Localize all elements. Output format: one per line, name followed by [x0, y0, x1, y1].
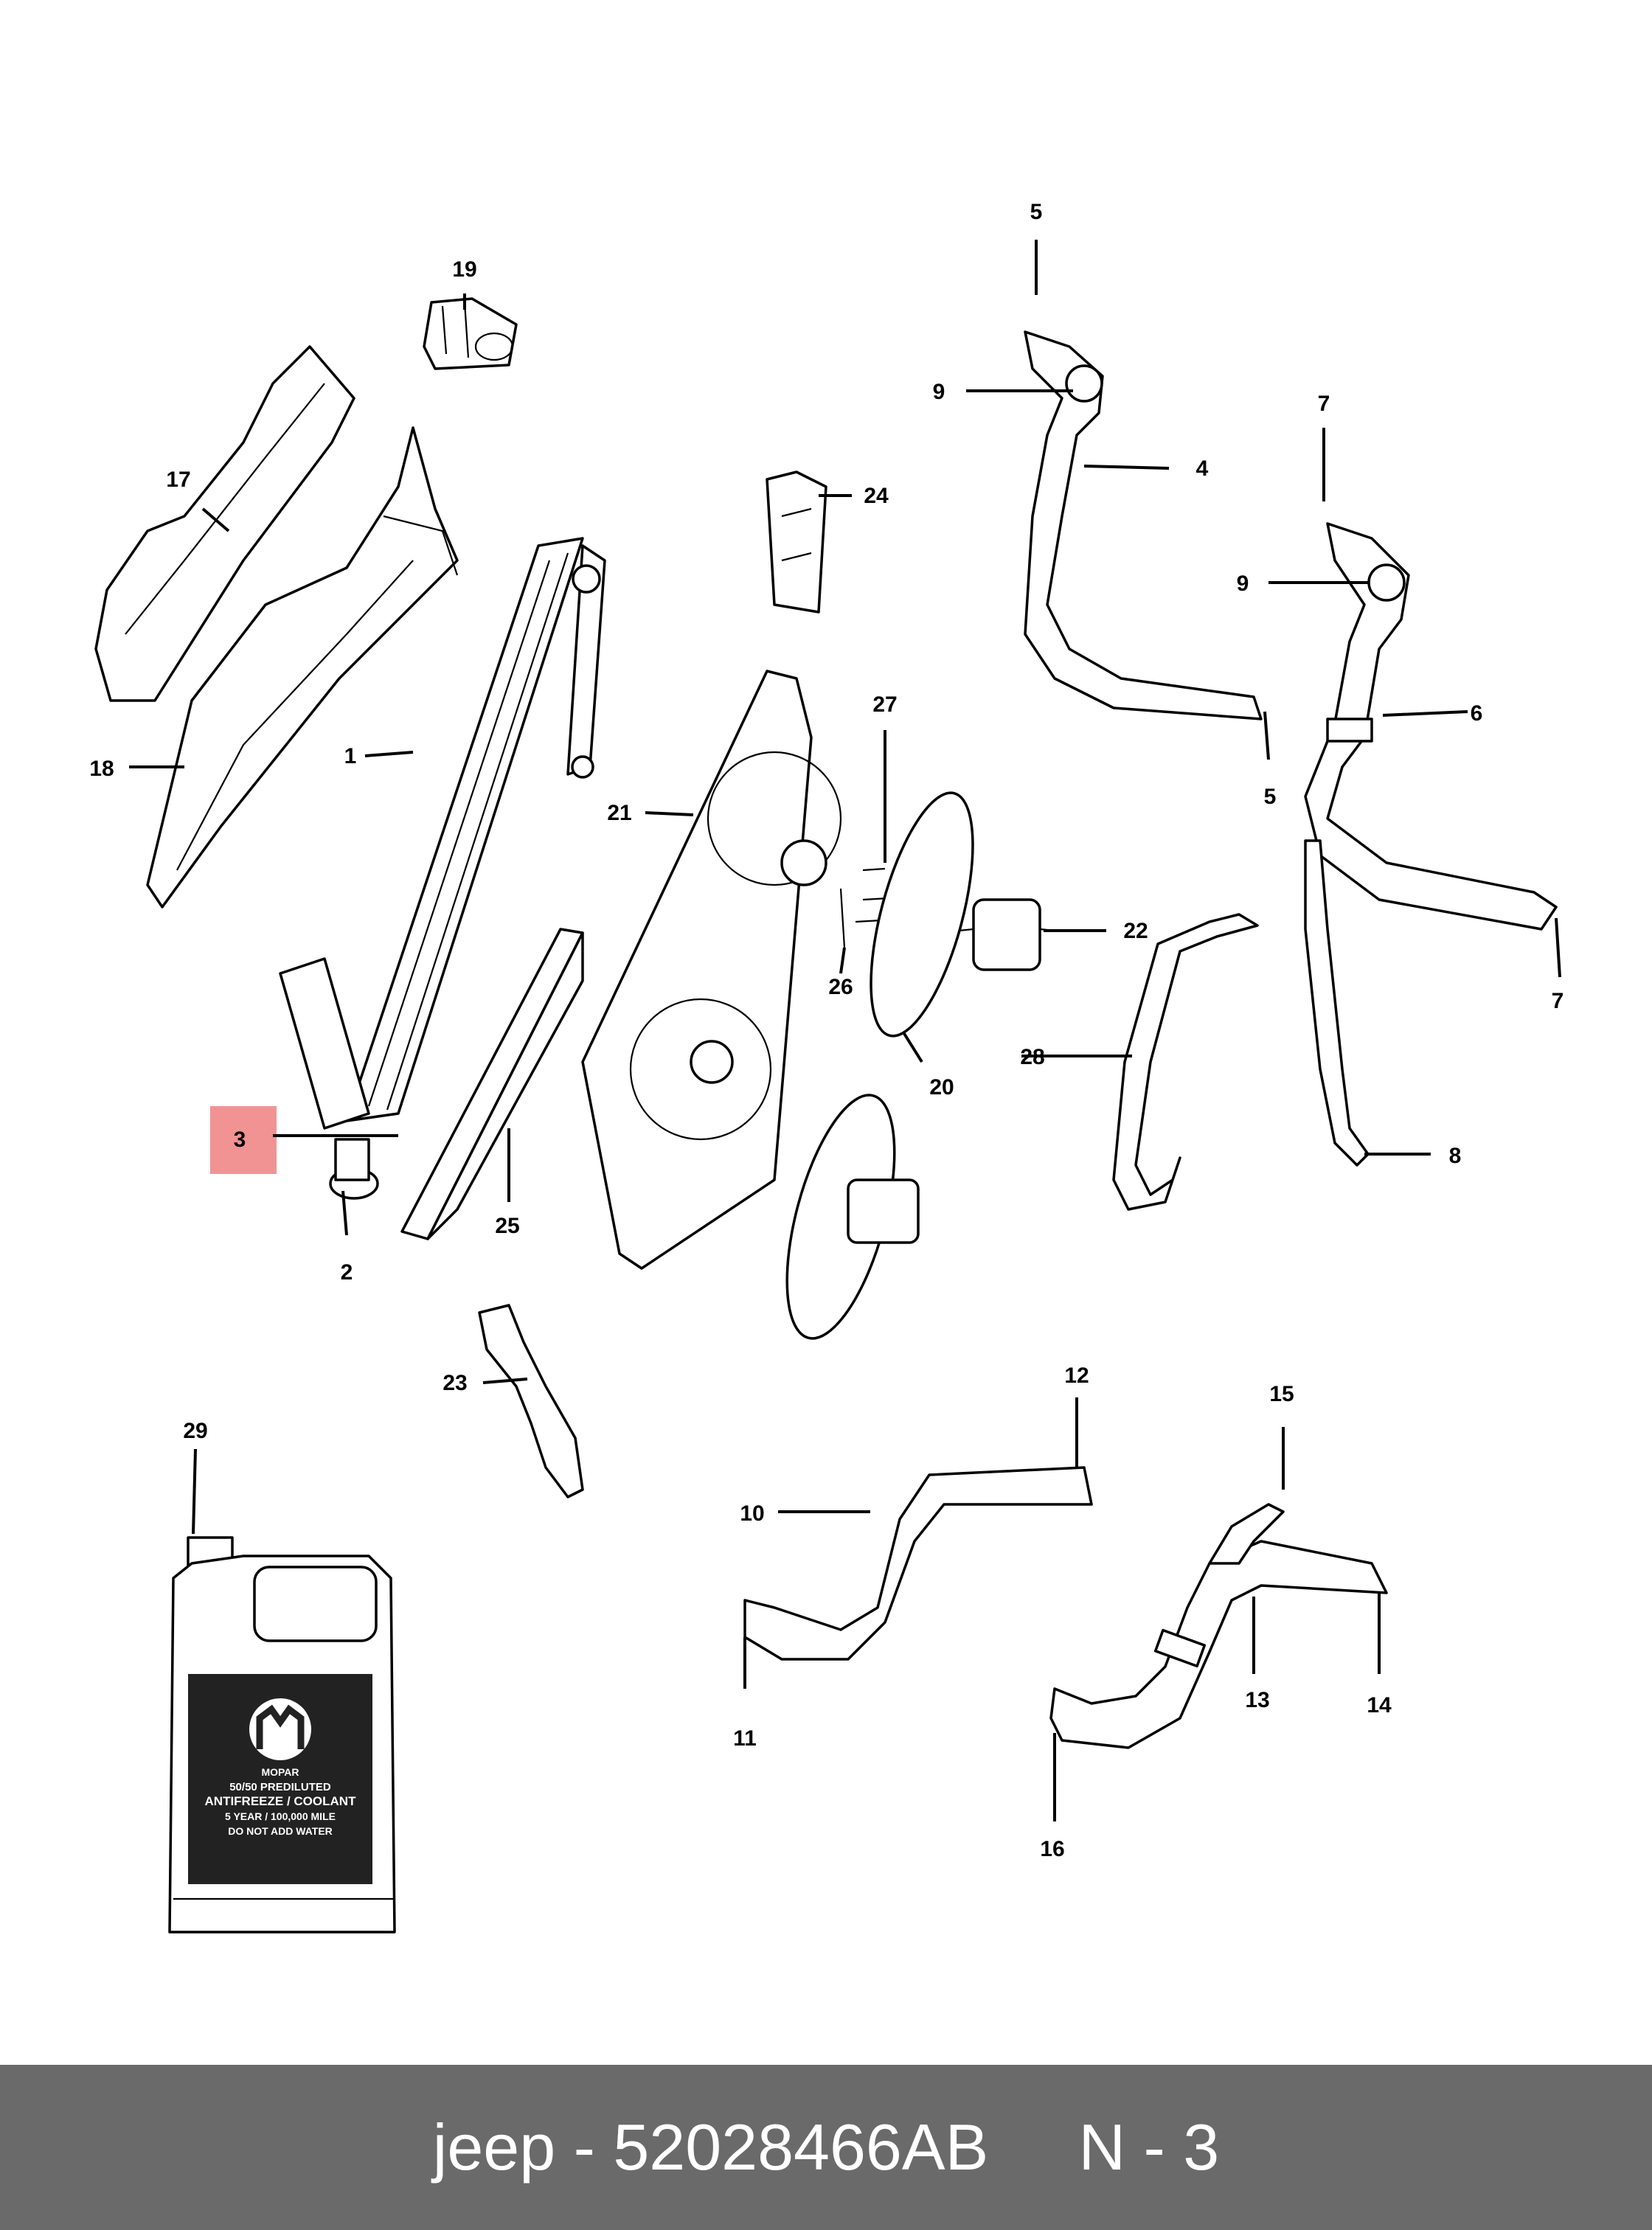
bracket-19-drawing — [423, 297, 518, 370]
footer-ref: N - 3 — [1078, 2111, 1220, 2184]
leader-lines — [129, 240, 1561, 1821]
callout-22: 22 — [1123, 919, 1148, 943]
callout-18: 18 — [89, 757, 114, 781]
callout-16: 16 — [1040, 1837, 1064, 1861]
callout-3: 3 — [234, 1128, 246, 1152]
callout-10: 10 — [740, 1501, 764, 1526]
callout-27: 27 — [872, 692, 897, 717]
coolant-jug-29-drawing: MOPAR 50/50 PREDILUTED ANTIFREEZE / COOL… — [168, 1536, 396, 1934]
callout-11: 11 — [733, 1726, 757, 1751]
callout-29: 29 — [183, 1419, 207, 1443]
hose-4-drawing — [1024, 330, 1263, 720]
fan-motor-22-drawing — [958, 898, 1055, 971]
callout-1: 1 — [344, 744, 357, 768]
callout-7-bottom: 7 — [1552, 989, 1564, 1013]
callout-3-highlight — [210, 1106, 277, 1174]
callout-23: 23 — [442, 1371, 467, 1395]
line-8-drawing — [1304, 839, 1370, 1167]
callout-14: 14 — [1367, 1693, 1392, 1717]
callout-4: 4 — [1196, 456, 1209, 481]
callout-8: 8 — [1449, 1144, 1462, 1168]
radiator-1-drawing — [279, 537, 606, 1130]
callout-12: 12 — [1064, 1364, 1089, 1388]
petcock-2-drawing — [329, 1138, 379, 1200]
fan-20-drawing — [785, 791, 974, 1340]
parts-diagram: MOPAR 50/50 PREDILUTED ANTIFREEZE / COOL… — [89, 200, 1564, 1934]
callout-5-bottom: 5 — [1264, 785, 1277, 809]
callout-15: 15 — [1269, 1382, 1294, 1406]
jug-line2: ANTIFREEZE / COOLANT — [205, 1794, 357, 1808]
callout-21: 21 — [607, 801, 631, 825]
bracket-24-drawing — [766, 470, 827, 614]
callout-25: 25 — [495, 1214, 519, 1238]
callout-13: 13 — [1245, 1688, 1269, 1712]
callout-9-mid: 9 — [1237, 572, 1249, 596]
footer-part-number: 52028466AB — [613, 2111, 989, 2184]
footer-sep: - — [555, 2111, 614, 2184]
callout-6: 6 — [1471, 701, 1483, 726]
footer-gap — [988, 2110, 1078, 2185]
bracket-23-drawing — [478, 1304, 584, 1498]
jug-line4: DO NOT ADD WATER — [228, 1825, 333, 1837]
callout-numbers: 1 2 3 4 5 5 6 7 7 8 9 9 10 11 12 13 14 1… — [89, 200, 1564, 1861]
footer-brand: jeep — [432, 2111, 556, 2184]
callout-7-top: 7 — [1318, 392, 1330, 416]
fan-shroud-21-drawing — [581, 670, 842, 1270]
bolts-26-27-drawing — [839, 867, 889, 948]
callout-2: 2 — [341, 1260, 353, 1285]
hose-6-drawing — [1304, 522, 1558, 931]
seal-25-drawing — [400, 928, 584, 1240]
callout-5-top: 5 — [1030, 200, 1043, 224]
callout-19: 19 — [452, 257, 476, 282]
jug-brand: MOPAR — [261, 1766, 299, 1778]
hose-13-drawing — [1049, 1503, 1388, 1749]
footer-bar: jeep - 52028466AB N - 3 — [0, 2065, 1652, 2230]
jug-line1: 50/50 PREDILUTED — [229, 1781, 331, 1793]
hose-10-drawing — [743, 1466, 1093, 1661]
jug-line3: 5 YEAR / 100,000 MILE — [225, 1810, 336, 1822]
callout-28: 28 — [1020, 1045, 1044, 1069]
deflector-17-drawing — [94, 345, 355, 702]
callout-20: 20 — [929, 1075, 954, 1100]
callout-24: 24 — [864, 484, 889, 508]
callout-9-top: 9 — [933, 380, 945, 404]
callout-26: 26 — [828, 975, 853, 999]
tube-28-drawing — [1112, 913, 1259, 1211]
callout-17: 17 — [166, 468, 190, 492]
deflector-18-drawing — [146, 426, 459, 909]
